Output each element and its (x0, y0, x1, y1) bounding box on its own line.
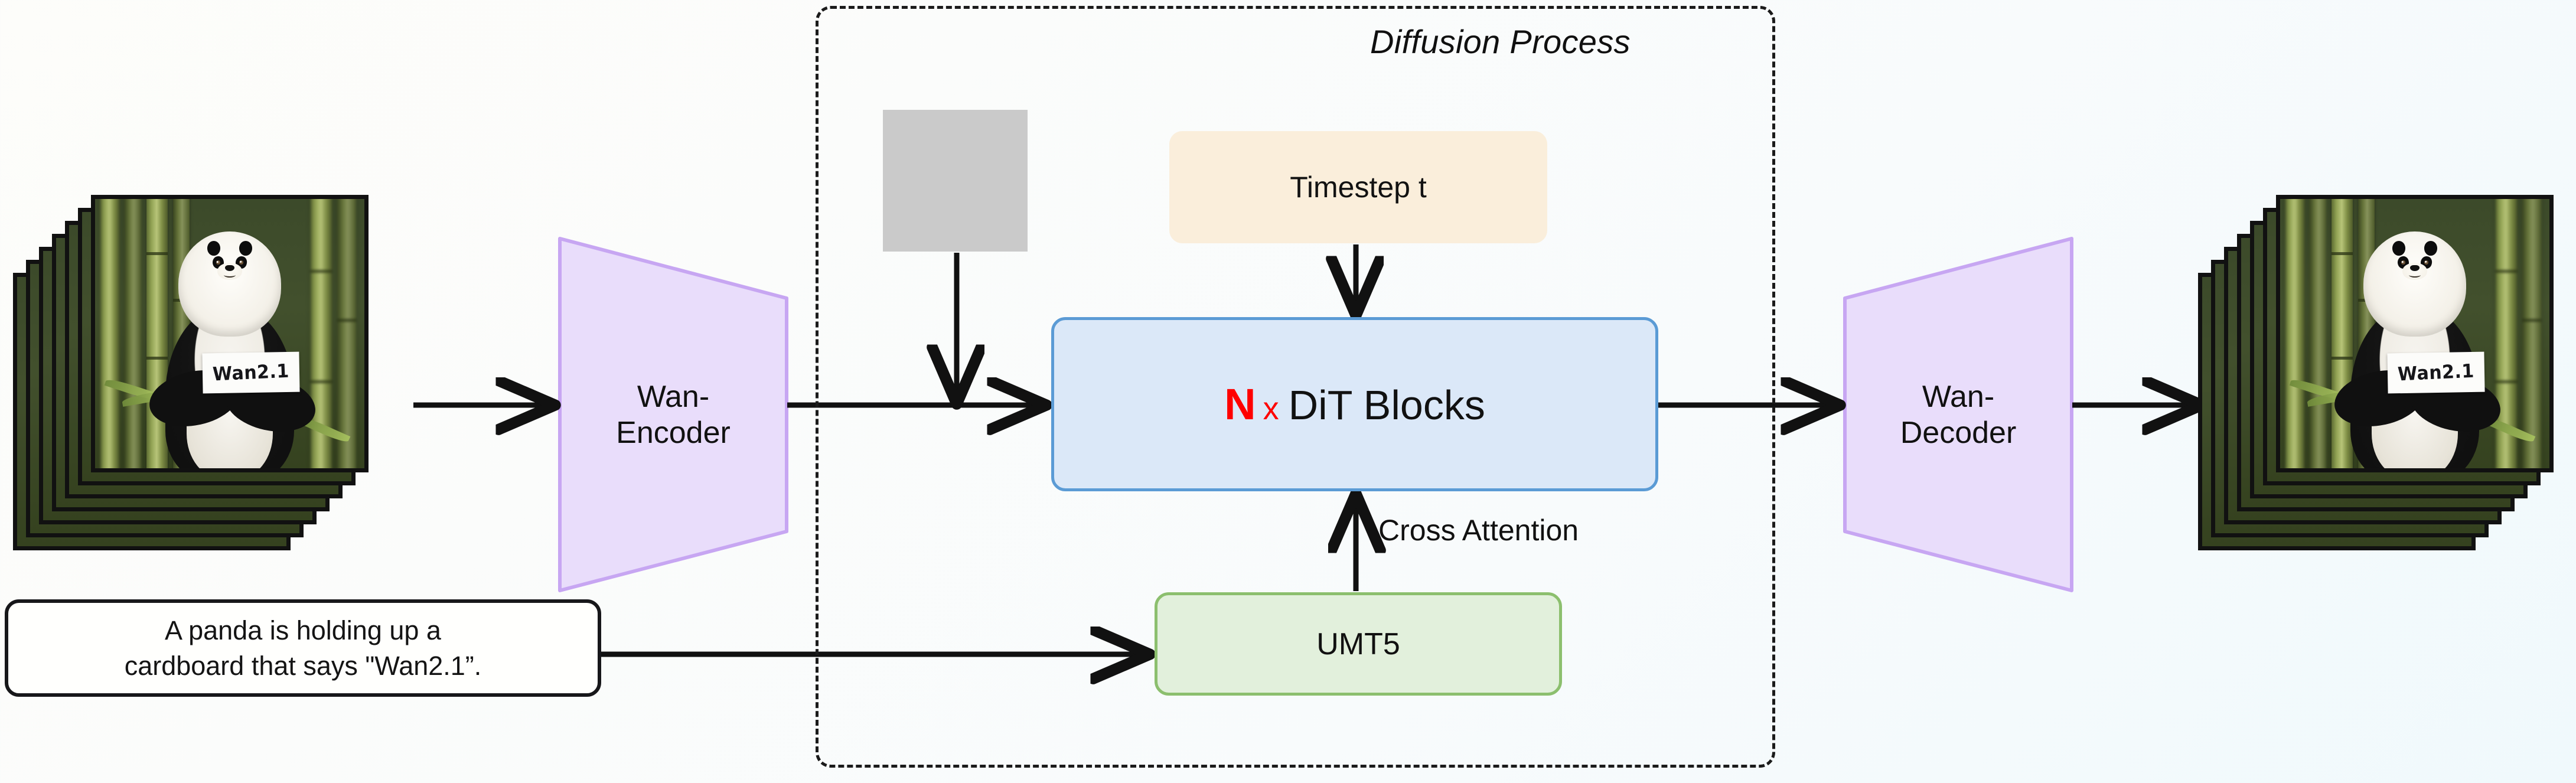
panda-sign: Wan2.1 (202, 351, 301, 394)
dit-blocks-label: DiT Blocks (1288, 382, 1485, 428)
wan-decoder-label-line1: Wan- (1922, 380, 1995, 415)
input-frames: Wan2.1 (13, 195, 426, 561)
wan-decoder-label-line2: Decoder (1900, 415, 2017, 450)
umt5-box[interactable]: UMT5 (1155, 592, 1562, 696)
diffusion-process-title: Diffusion Process (1370, 23, 1631, 60)
frame-front: Wan2.1 (2276, 195, 2554, 472)
prompt-text: A panda is holding up a cardboard that s… (125, 613, 482, 683)
dit-multiply-sign: x (1263, 391, 1279, 426)
prompt-line-2: cardboard that says "Wan2.1”. (124, 650, 482, 681)
timestep-box[interactable]: Timestep t (1169, 131, 1547, 243)
diffusion-process-container (816, 6, 1775, 768)
panda-sign-text: Wan2.1 (212, 360, 291, 386)
timestep-label: Timestep t (1290, 171, 1427, 204)
cross-attention-label: Cross Attention (1378, 514, 1579, 547)
wan-encoder[interactable]: Wan- Encoder (560, 298, 787, 531)
dit-repeat-count: N (1224, 380, 1256, 429)
output-frames: Wan2.1 (2198, 195, 2576, 561)
noise-texture (883, 110, 1028, 252)
frame-front: Wan2.1 (91, 195, 369, 472)
prompt-box[interactable]: A panda is holding up a cardboard that s… (5, 599, 601, 697)
umt5-label: UMT5 (1316, 627, 1400, 661)
dit-blocks-box[interactable]: N x DiT Blocks (1051, 317, 1658, 491)
panda-sign-text: Wan2.1 (2397, 360, 2476, 386)
wan-encoder-label-line2: Encoder (616, 415, 731, 450)
wan-encoder-label-line1: Wan- (637, 380, 710, 415)
panda-sign: Wan2.1 (2387, 351, 2486, 394)
wan-decoder[interactable]: Wan- Decoder (1845, 298, 2072, 531)
noise-patch (883, 110, 1028, 252)
prompt-line-1: A panda is holding up a (165, 615, 441, 646)
